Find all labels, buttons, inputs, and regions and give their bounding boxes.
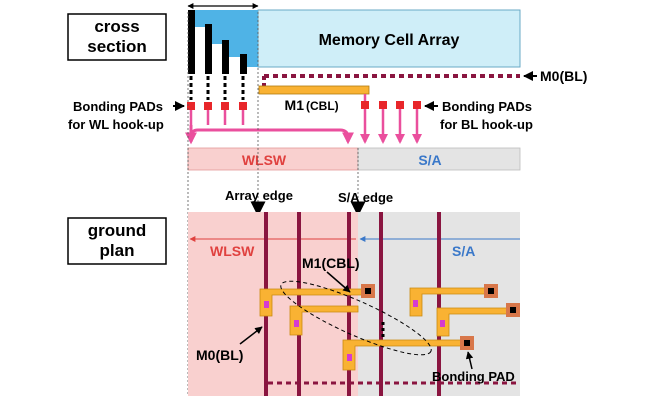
wl-routing bbox=[185, 110, 354, 145]
bonding-pads-bl-label-line1: Bonding PADs bbox=[442, 99, 532, 114]
m0-bl-plan-label: M0(BL) bbox=[196, 347, 243, 363]
wlsw-bar-label: WLSW bbox=[242, 152, 287, 168]
wlsw-plan-region bbox=[188, 212, 358, 396]
wl-vertical-contacts bbox=[189, 76, 245, 100]
wlsw-plan-label: WLSW bbox=[210, 243, 255, 259]
bonding-pads-wl-label-line2: for WL hook-up bbox=[68, 117, 164, 132]
bonding-pad-pointer-arrow bbox=[465, 351, 474, 370]
bonding-pads-wl-label-line1: Bonding PADs bbox=[73, 99, 163, 114]
bonding-pad-plan-label: Bonding PAD bbox=[432, 369, 515, 384]
m1-cbl-top-sublabel: (CBL) bbox=[306, 99, 339, 113]
bonding-pads-plan bbox=[361, 284, 520, 350]
m1-cbl-cross bbox=[258, 85, 370, 95]
sa-bar bbox=[357, 147, 521, 171]
memory-cell-array-label: Memory Cell Array bbox=[319, 32, 460, 49]
m0-bl-top-label: M0(BL) bbox=[540, 68, 587, 84]
sa-edge-label: S/A edge bbox=[338, 190, 393, 205]
cross-section-label-line1: cross bbox=[94, 17, 139, 36]
m0-m1-vias bbox=[264, 300, 445, 361]
m0-pointer-arrow bbox=[239, 326, 263, 345]
sa-plan-label: S/A bbox=[452, 243, 475, 259]
m1-group-ellipse bbox=[280, 280, 432, 356]
cross-section-label-line2: section bbox=[87, 37, 147, 56]
bl-bonding-pads bbox=[361, 101, 421, 109]
bl-down-arrows bbox=[360, 94, 422, 144]
ground-plan-label-line1: ground bbox=[88, 221, 147, 240]
m1-cbl-plan-label: M1(CBL) bbox=[302, 255, 360, 271]
m1-cbl-top-label: M1 bbox=[285, 97, 305, 113]
m1-pointer-arrow bbox=[326, 271, 351, 293]
sa-bar-label: S/A bbox=[418, 152, 441, 168]
ground-plan-label-line2: plan bbox=[100, 241, 135, 260]
cross-section-label-box: cross section bbox=[67, 13, 167, 61]
wl-bonding-pads bbox=[187, 102, 247, 110]
bonding-pads-bl-label-line2: for BL hook-up bbox=[440, 117, 533, 132]
array-edge-label: Array edge bbox=[225, 188, 293, 203]
staircase-word-lines bbox=[188, 10, 247, 74]
ground-plan-label-box: ground plan bbox=[67, 217, 167, 265]
memory-cell-array bbox=[257, 9, 521, 68]
